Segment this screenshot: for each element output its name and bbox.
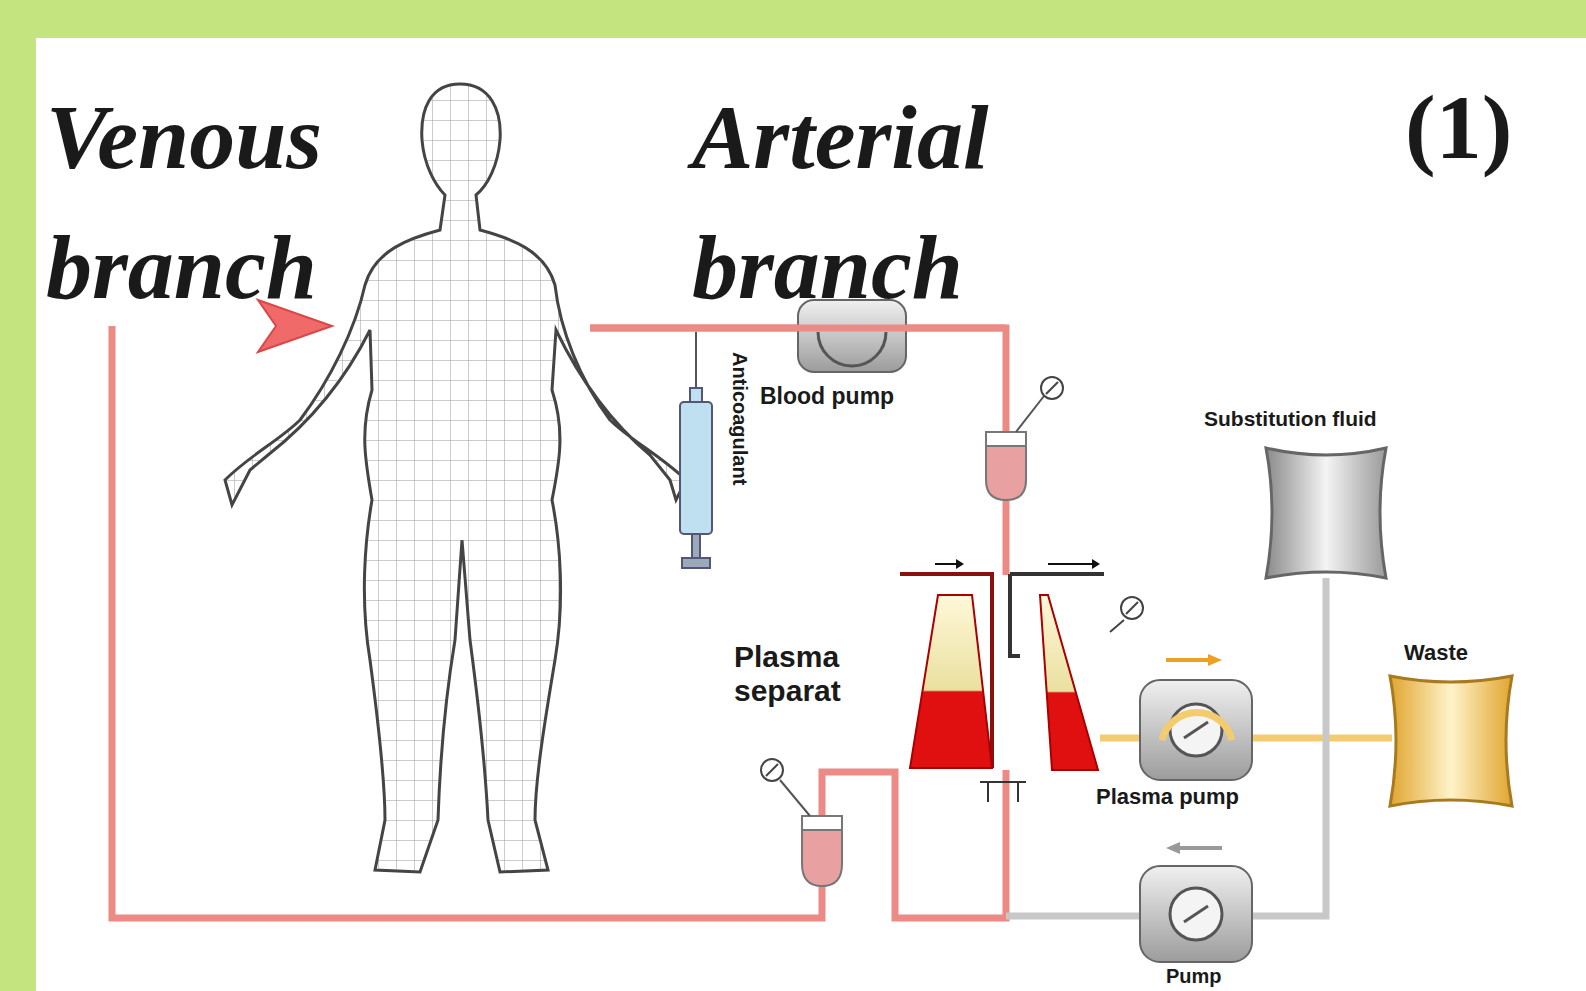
- separator-label: Plasma separat: [734, 640, 874, 708]
- pump-label: Pump: [1166, 964, 1266, 988]
- branch-title: Venous branch: [46, 72, 386, 332]
- branch-title: Arterial branch: [692, 72, 1072, 332]
- pump-label: Plasma pump: [1096, 784, 1336, 810]
- figure-number: (1): [1405, 72, 1565, 182]
- pump-label: Blood pump: [760, 382, 980, 410]
- bag-label: Substitution fluid: [1204, 406, 1504, 432]
- bag-label: Waste: [1404, 640, 1524, 666]
- syringe-label: Anticoagulant: [728, 352, 752, 485]
